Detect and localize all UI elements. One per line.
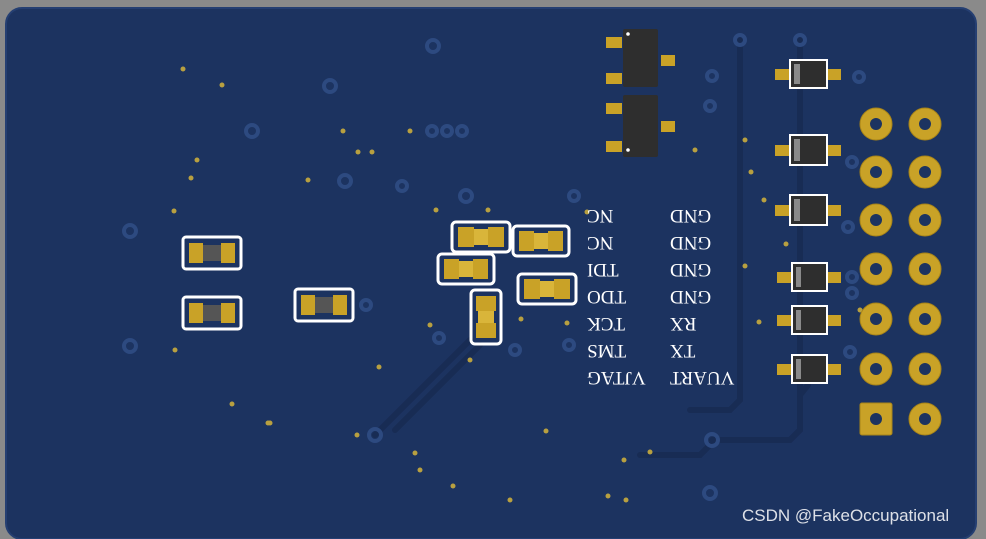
sot23-ic-2 xyxy=(606,95,675,157)
silkscreen-uart-labels: VUART TX RX GND GND GND GND xyxy=(670,202,734,391)
diodes xyxy=(775,59,841,384)
vias xyxy=(122,33,866,501)
diode-4 xyxy=(777,262,841,292)
capacitor-2 xyxy=(511,224,571,258)
silk-label: TCK xyxy=(587,313,626,334)
watermark: CSDN @FakeOccupational xyxy=(742,506,950,525)
silk-label: GND xyxy=(669,286,711,307)
resistors-0603 xyxy=(181,235,355,331)
capacitors xyxy=(436,220,578,346)
silk-label: VJTAG xyxy=(587,367,646,388)
silk-label: TX xyxy=(669,340,696,361)
silk-label: TDI xyxy=(587,259,619,280)
silk-label: NC xyxy=(587,232,614,253)
silk-label: NC xyxy=(587,205,614,226)
pin-header xyxy=(859,107,942,436)
silk-label: GND xyxy=(669,259,711,280)
silk-label: GND xyxy=(669,205,711,226)
silkscreen-jtag-labels: VJTAG TMS TCK TDO TDI NC NC xyxy=(587,202,646,391)
silk-label: GND xyxy=(669,232,711,253)
resistor-3 xyxy=(293,287,355,323)
diode-5 xyxy=(777,305,841,335)
diode-6 xyxy=(777,354,841,384)
diode-1 xyxy=(775,59,841,89)
capacitor-1 xyxy=(450,220,512,254)
diode-2 xyxy=(775,134,841,166)
silk-label: TDO xyxy=(587,286,627,307)
capacitor-4 xyxy=(516,272,578,306)
silk-label: TMS xyxy=(587,340,627,361)
capacitor-3 xyxy=(436,252,496,286)
test-points xyxy=(171,66,863,503)
diode-3 xyxy=(775,194,841,226)
capacitor-5 xyxy=(469,288,503,346)
resistor-2 xyxy=(181,295,243,331)
resistor-1 xyxy=(181,235,243,271)
copper-traces xyxy=(372,37,813,458)
sot23-ic-1 xyxy=(606,29,675,87)
silk-label: RX xyxy=(669,313,697,334)
silk-label: VUART xyxy=(669,367,734,388)
